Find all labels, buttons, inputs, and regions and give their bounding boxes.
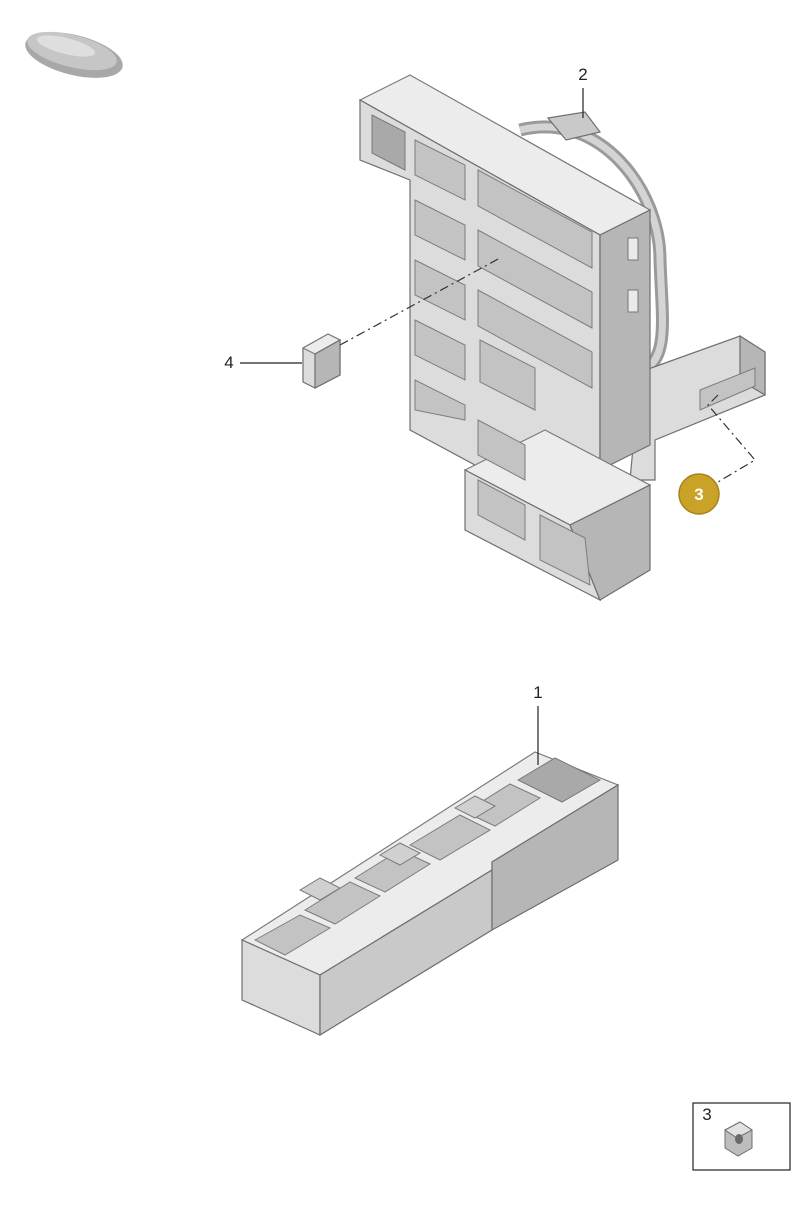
- fuse-part: [301, 333, 342, 389]
- cable-connector: [546, 111, 602, 141]
- callout-2-label: 2: [578, 65, 587, 84]
- carrier-frame-side: [599, 209, 651, 471]
- callout-2[interactable]: 2: [578, 65, 588, 118]
- inset-box: 3: [692, 1102, 791, 1171]
- callout-4-label: 4: [224, 353, 233, 372]
- relay-holder-bar: [240, 751, 620, 1037]
- holder-right-front: [491, 783, 619, 932]
- callout-3-highlight[interactable]: 3: [678, 473, 720, 515]
- callout-1[interactable]: 1: [533, 683, 543, 765]
- placeholder-shape: [25, 31, 123, 78]
- clip-nut-part: [724, 1121, 753, 1157]
- callout-4[interactable]: 4: [224, 353, 302, 372]
- install-line-part3: [707, 394, 756, 483]
- inset-label: 3: [702, 1105, 711, 1124]
- carrier-lower-box-side: [569, 484, 651, 601]
- highlight-badge: [678, 473, 720, 515]
- callout-3-label: 3: [694, 485, 703, 504]
- relay-carrier-assembly: [358, 74, 766, 602]
- callout-1-label: 1: [533, 683, 542, 702]
